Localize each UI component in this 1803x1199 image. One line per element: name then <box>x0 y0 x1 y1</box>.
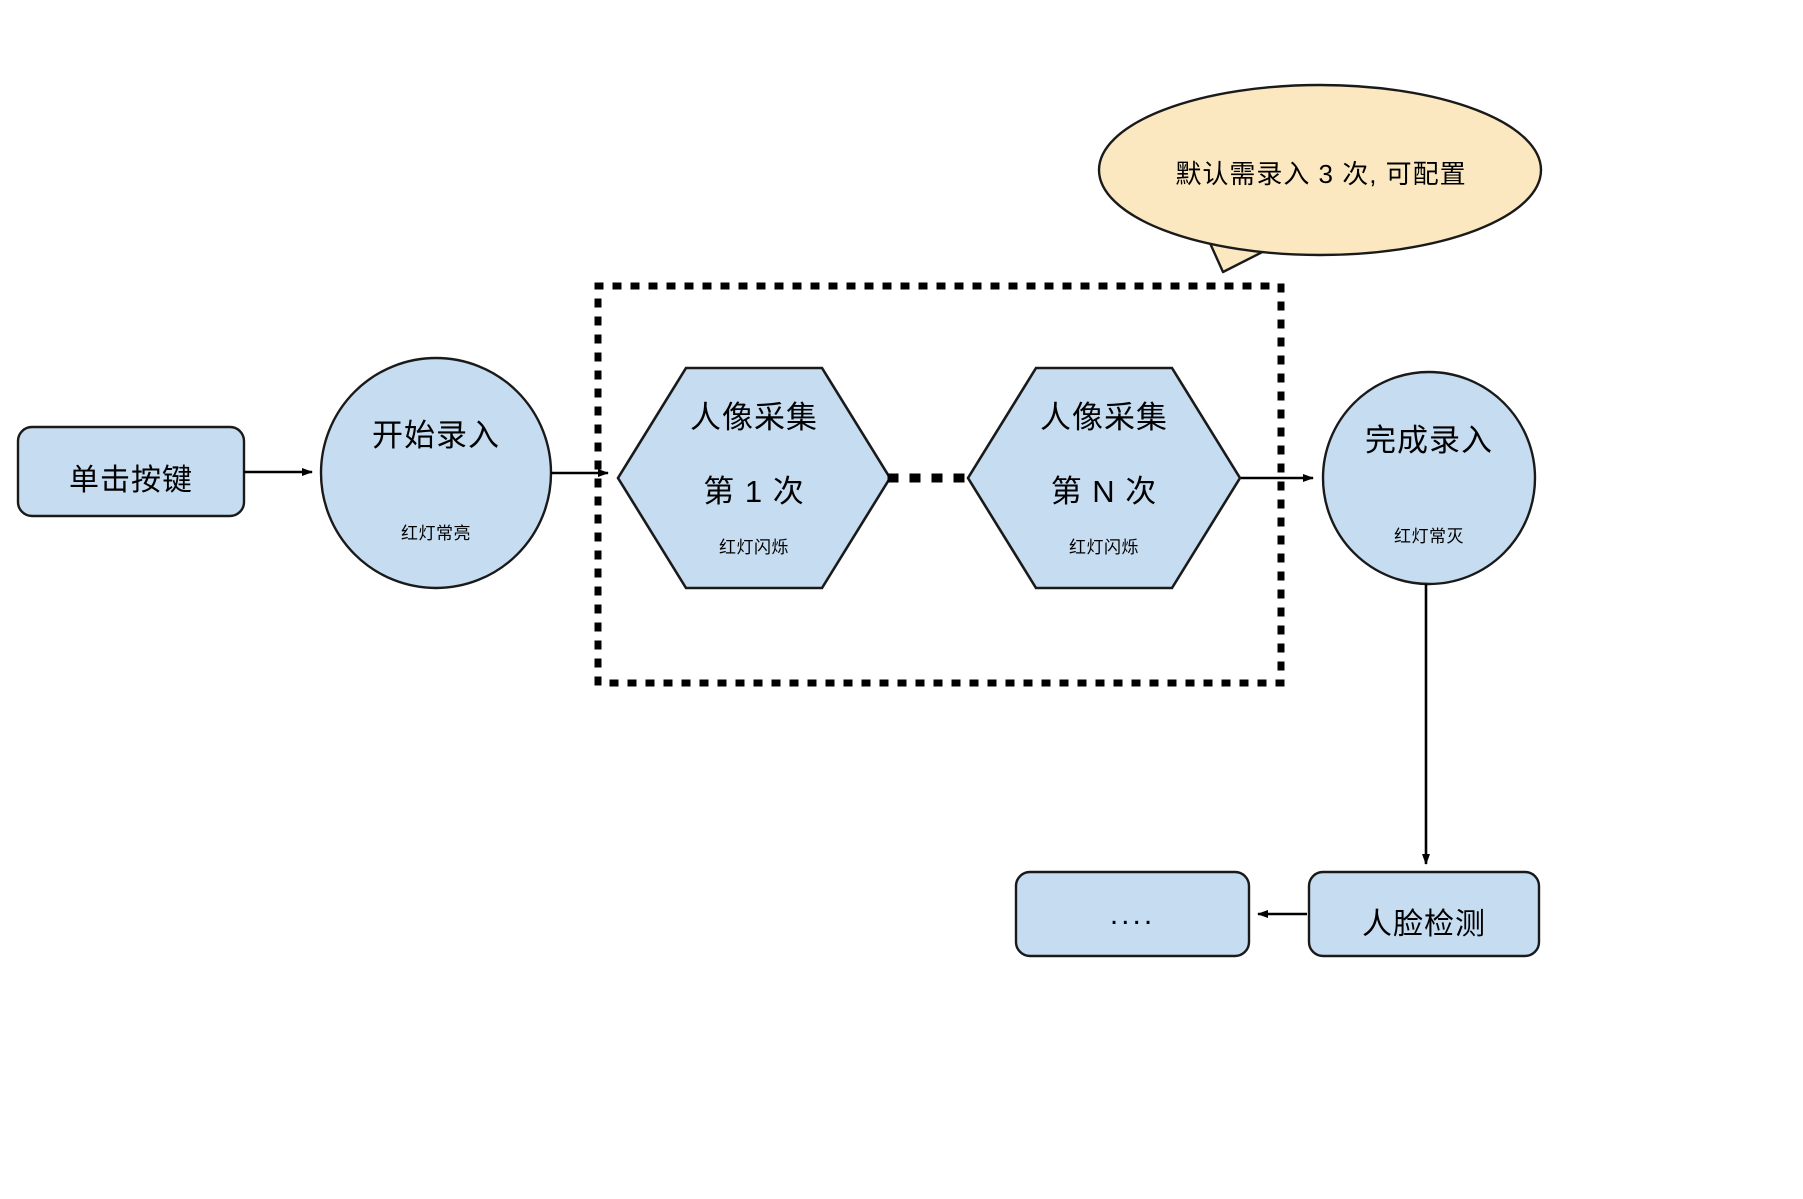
node-start-enroll-shape[interactable] <box>319 356 553 590</box>
node-capture-nth-shape[interactable] <box>966 366 1242 590</box>
node-more-steps-shape[interactable] <box>1014 870 1251 958</box>
node-face-detect-shape[interactable] <box>1307 870 1541 958</box>
capture-loop-group-border <box>594 282 1285 687</box>
node-finish-enroll-shape[interactable] <box>1321 370 1537 586</box>
node-click-button-shape[interactable] <box>16 425 246 518</box>
node-capture-first-shape[interactable] <box>616 366 892 590</box>
callout-bubble-shape <box>1097 83 1543 257</box>
